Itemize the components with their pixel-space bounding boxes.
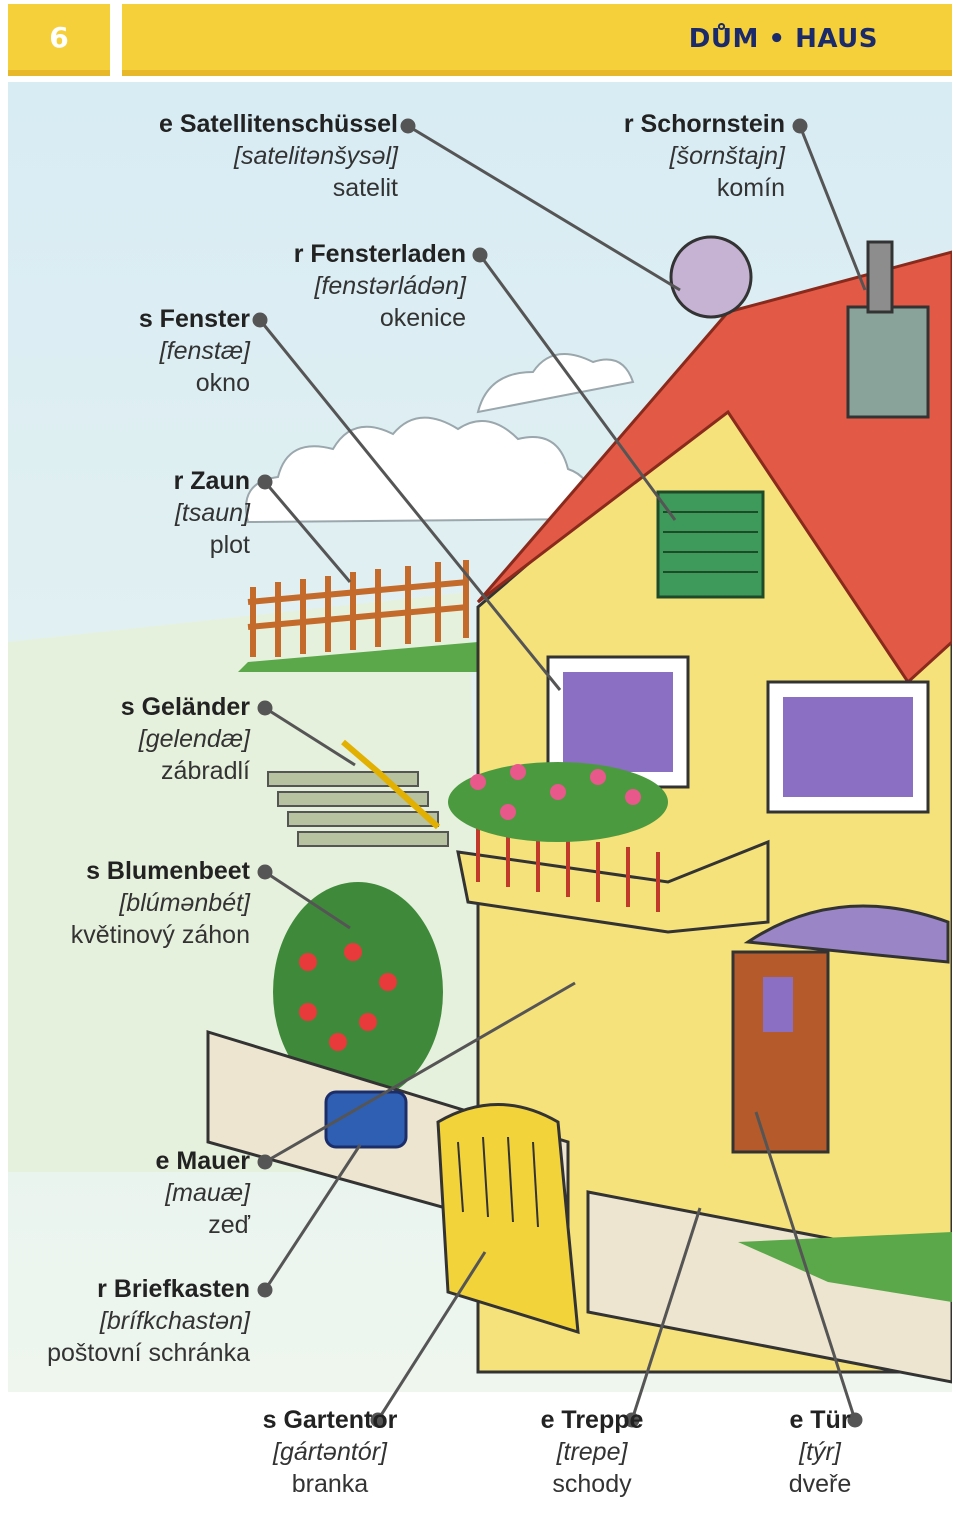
czech-term: plot: [209, 531, 250, 559]
label-gate: s Gartentor [gártəntór] branka: [230, 1404, 430, 1500]
page-title: DŮM • HAUS: [688, 24, 878, 54]
german-term: r Briefkasten: [97, 1275, 250, 1303]
label-window: s Fenster [fenstæ] okno: [139, 303, 250, 399]
pronunciation: [týr]: [799, 1438, 841, 1466]
czech-term: branka: [291, 1470, 369, 1498]
pronunciation: [brífkchastən]: [99, 1307, 250, 1335]
pronunciation: [mauæ]: [165, 1179, 250, 1207]
balcony: [456, 839, 770, 934]
railing-graphic: [341, 739, 441, 830]
label-door: e Tür [týr] dveře: [760, 1404, 880, 1500]
pronunciation: [gelendæ]: [138, 725, 250, 753]
label-wall: e Mauer [mauæ] zeď: [156, 1145, 250, 1241]
door-graphic: [731, 950, 830, 1154]
pronunciation: [blúmənbét]: [119, 889, 250, 917]
german-term: s Blumenbeet: [86, 857, 250, 885]
pronunciation: [šornštajn]: [669, 142, 785, 170]
czech-term: poštovní schránka: [47, 1339, 250, 1367]
flower-box: [448, 762, 668, 842]
german-term: e Treppe: [540, 1406, 644, 1434]
label-shutter: r Fensterladen [fenstərládən] okenice: [294, 238, 466, 334]
chimney: [846, 305, 930, 419]
door-canopy: [743, 904, 950, 964]
pronunciation: [satelitənšysəl]: [234, 142, 398, 170]
czech-term: dveře: [788, 1470, 852, 1498]
flowerbed-graphic: [273, 882, 443, 1102]
czech-term: zeď: [208, 1211, 250, 1239]
pronunciation: [tsaun]: [174, 499, 250, 527]
czech-term: květinový záhon: [70, 921, 250, 949]
title-bar: DŮM • HAUS: [122, 4, 952, 76]
cloud: [476, 353, 635, 414]
german-term: r Schornstein: [623, 110, 785, 138]
german-term: e Tür: [789, 1406, 851, 1434]
german-term: s Gartentor: [262, 1406, 398, 1434]
german-term: e Satellitenschüssel: [158, 110, 398, 138]
german-term: r Zaun: [173, 467, 250, 495]
german-term: r Fensterladen: [293, 240, 466, 268]
pronunciation: [gártəntór]: [273, 1438, 387, 1466]
czech-term: satelit: [332, 174, 398, 202]
czech-term: komín: [716, 174, 785, 202]
pronunciation: [fenstərládən]: [314, 272, 467, 300]
shutter: [656, 490, 765, 599]
label-railing: s Geländer [gelendæ] zábradlí: [121, 691, 250, 787]
czech-term: okno: [195, 369, 250, 397]
label-mailbox: r Briefkasten [brífkchastən] poštovní sc…: [47, 1273, 250, 1369]
pronunciation: [trepe]: [556, 1438, 628, 1466]
czech-term: zábradlí: [161, 757, 250, 785]
label-fence: r Zaun [tsaun] plot: [174, 465, 250, 561]
house-illustration: [8, 82, 952, 1392]
label-satellite-dish: e Satellitenschüssel [satelitənšysəl] sa…: [159, 108, 398, 204]
german-term: s Fenster: [138, 305, 250, 333]
german-term: s Geländer: [120, 693, 250, 721]
german-term: e Mauer: [155, 1147, 250, 1175]
page-number: 6: [49, 20, 69, 54]
gate-graphic: [436, 1103, 580, 1335]
fence-graphic: [247, 560, 469, 657]
czech-term: okenice: [379, 304, 466, 332]
cloud: [245, 416, 592, 524]
pronunciation: [fenstæ]: [159, 337, 250, 365]
page-number-box: 6: [8, 4, 110, 76]
mailbox-graphic: [324, 1090, 408, 1149]
label-chimney: r Schornstein [šornštajn] komín: [624, 108, 785, 204]
grass: [238, 642, 478, 672]
label-flowerbed: s Blumenbeet [blúmənbét] květinový záhon: [71, 855, 250, 951]
label-stairs: e Treppe [trepe] schody: [512, 1404, 672, 1500]
satellite-dish: [669, 235, 753, 319]
czech-term: schody: [552, 1470, 632, 1498]
